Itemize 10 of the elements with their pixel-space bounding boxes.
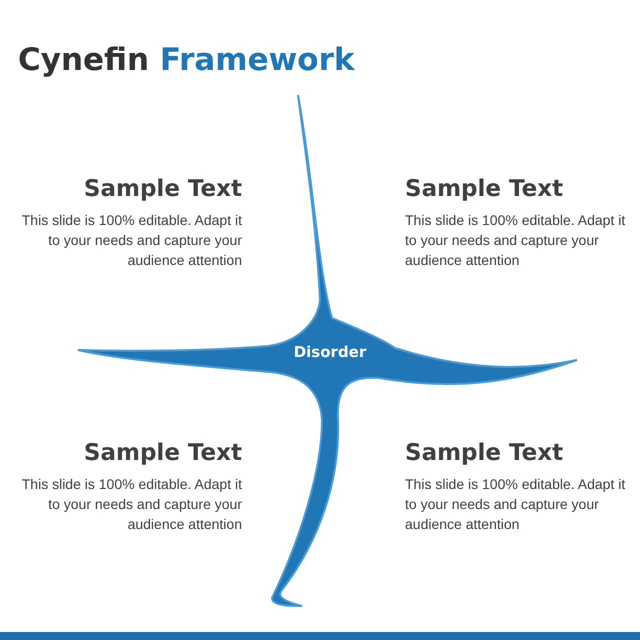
disorder-label: Disorder [275,339,385,365]
quadrant-description: This slide is 100% editable. Adapt it to your needs and capture your audience attention [405,475,626,534]
quadrant-heading: Sample Text [84,176,242,202]
quadrant-description: This slide is 100% editable. Adapt it to your needs and capture your audience attention [20,475,242,534]
quadrant-heading: Sample Text [84,440,242,466]
quadrant-heading: Sample Text [405,440,564,466]
slide-title: Cynefin Framework [18,42,354,78]
quadrant-heading: Sample Text [405,176,564,202]
quadrant-description: This slide is 100% editable. Adapt it to your needs and capture your audience attention [405,211,626,270]
quadrant-description: This slide is 100% editable. Adapt it to your needs and capture your audience attention [20,211,242,270]
